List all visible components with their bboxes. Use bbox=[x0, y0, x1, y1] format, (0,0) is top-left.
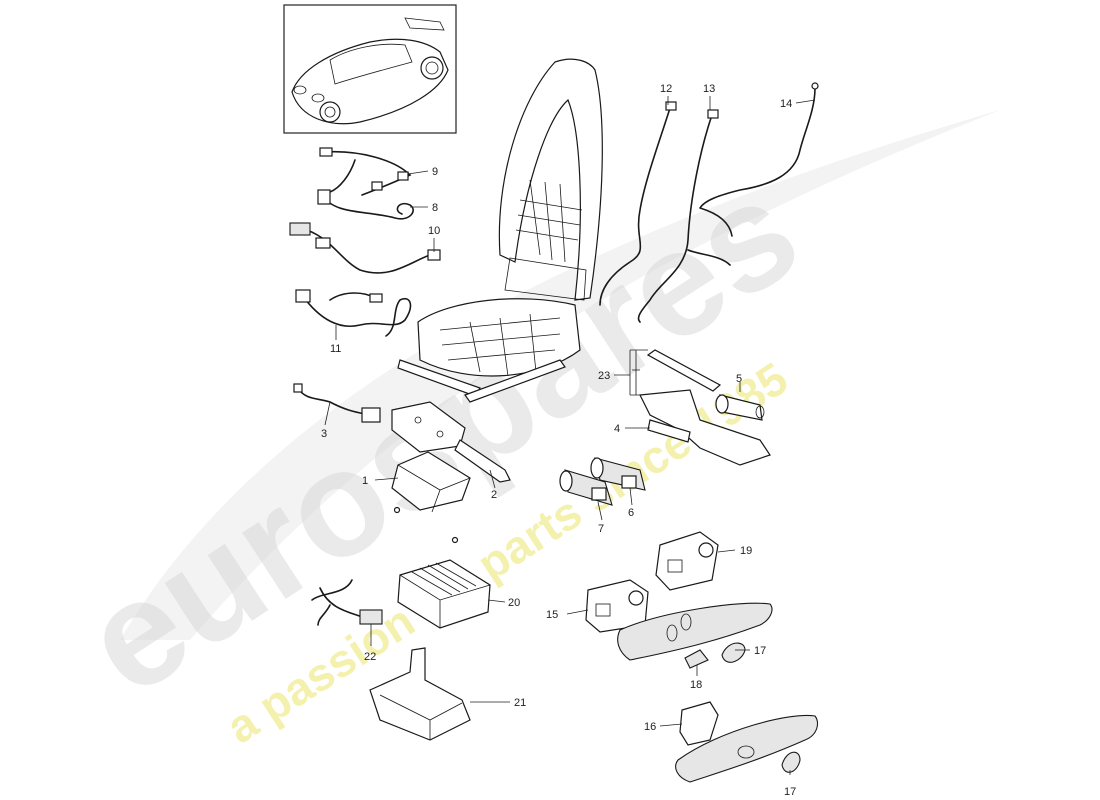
callout-17-lower[interactable]: 17 bbox=[784, 786, 796, 798]
watermark-swoosh bbox=[120, 110, 1000, 640]
callout-3[interactable]: 3 bbox=[321, 428, 327, 440]
callout-10[interactable]: 10 bbox=[428, 225, 440, 237]
adjustment-motor-6 bbox=[590, 457, 646, 491]
trim-cover-17-upper bbox=[721, 642, 746, 663]
car-thumbnail-icon bbox=[291, 17, 449, 125]
callout-16[interactable]: 16 bbox=[644, 721, 656, 733]
seat-switch-15 bbox=[585, 579, 649, 633]
callout-7[interactable]: 7 bbox=[598, 523, 604, 535]
callout-11[interactable]: 11 bbox=[330, 343, 341, 355]
callout-labels: 1 2 3 4 5 6 7 8 9 10 11 12 13 14 15 16 1… bbox=[321, 83, 796, 798]
car-inset bbox=[283, 4, 457, 134]
seat-cushion-frame bbox=[397, 298, 581, 403]
wiring-harness-12 bbox=[599, 101, 677, 306]
wiring-harness-9 bbox=[319, 147, 412, 196]
callout-23[interactable]: 23 bbox=[598, 370, 610, 382]
watermark: eurospares a passion for parts since 198… bbox=[56, 110, 1000, 753]
seat-switch-16 bbox=[679, 701, 719, 746]
callout-22[interactable]: 22 bbox=[364, 651, 376, 663]
callout-2[interactable]: 2 bbox=[491, 489, 497, 501]
trim-cover-18 bbox=[684, 649, 709, 669]
control-unit-20 bbox=[397, 559, 491, 629]
trim-cover-17-lower bbox=[781, 751, 801, 773]
adjustment-motor-7 bbox=[559, 469, 613, 506]
callout-19[interactable]: 19 bbox=[740, 545, 752, 557]
callout-13[interactable]: 13 bbox=[703, 83, 715, 95]
adjustment-motor-5 bbox=[715, 394, 765, 421]
callout-18[interactable]: 18 bbox=[690, 679, 702, 691]
callout-14[interactable]: 14 bbox=[780, 98, 792, 110]
callout-17-upper[interactable]: 17 bbox=[754, 645, 766, 657]
bracket-21 bbox=[369, 647, 471, 741]
wiring-harness-10 bbox=[289, 222, 441, 274]
wiring-harness-13 bbox=[637, 109, 731, 323]
wiring-harness-8 bbox=[317, 189, 414, 220]
callout-6[interactable]: 6 bbox=[628, 507, 634, 519]
seat-switch-19 bbox=[655, 531, 719, 591]
callout-21[interactable]: 21 bbox=[514, 697, 526, 709]
callout-4[interactable]: 4 bbox=[614, 423, 620, 435]
callout-12[interactable]: 12 bbox=[660, 83, 672, 95]
callout-20[interactable]: 20 bbox=[508, 597, 520, 609]
callout-5[interactable]: 5 bbox=[736, 373, 742, 385]
seat-trim-panel-lower bbox=[675, 714, 819, 783]
bracket-2 bbox=[391, 401, 511, 483]
control-unit-1 bbox=[391, 451, 471, 544]
drive-shaft-23 bbox=[632, 349, 722, 395]
wiring-harness-11 bbox=[295, 289, 412, 337]
wiring-harness-14 bbox=[699, 82, 819, 237]
seat-bracket-4 bbox=[639, 389, 771, 466]
callout-9[interactable]: 9 bbox=[432, 166, 438, 178]
callout-8[interactable]: 8 bbox=[432, 202, 438, 214]
callout-1[interactable]: 1 bbox=[362, 475, 368, 487]
seat-trim-panel-18 bbox=[617, 602, 773, 661]
callout-15[interactable]: 15 bbox=[546, 609, 558, 621]
leader-lines bbox=[324, 96, 816, 775]
wiring-harness-22 bbox=[311, 579, 383, 626]
seat-backrest-frame bbox=[498, 58, 603, 301]
